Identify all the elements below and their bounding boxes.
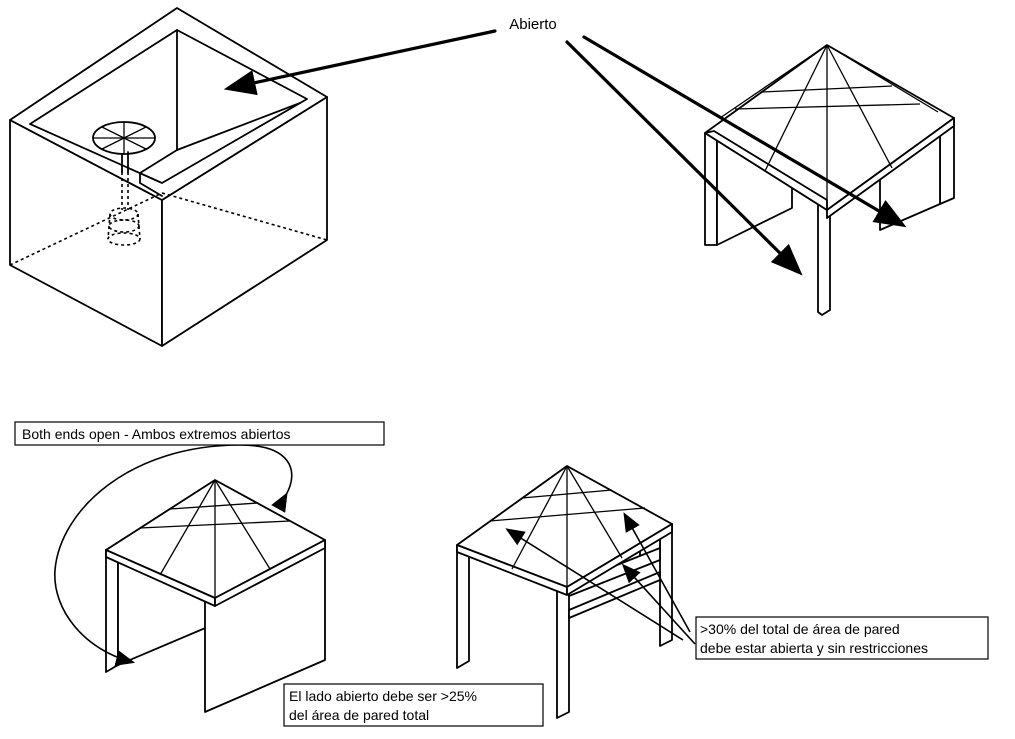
- canopy-bc-left-post: [456, 537, 470, 669]
- open-top-enclosure: [9, 7, 328, 347]
- canopy-bc-roof-edge-r: [566, 523, 673, 596]
- open-label: Abierto: [509, 16, 557, 33]
- canopy-bc-right-post: [659, 523, 673, 647]
- wall-arrow-3: [621, 563, 696, 645]
- canopy-roof-edge-right: [826, 117, 955, 219]
- wall-area-label-box: >30% del total de área de pared debe est…: [695, 616, 989, 660]
- canopy-bc-front-post-l: [556, 583, 570, 719]
- umbrella-icon: [92, 121, 156, 246]
- canopy-bc-front-rail: [568, 571, 661, 619]
- both-ends-label: Both ends open - Ambos extremos abiertos: [22, 426, 290, 442]
- open-side-line1: El lado abierto debe ser >25%: [289, 688, 477, 704]
- arrow-to-canopy-front: [565, 40, 803, 276]
- open-side-label-box: El lado abierto debe ser >25% del área d…: [283, 683, 544, 727]
- canopy-partial-walls: [456, 465, 673, 719]
- wall-arrow-1: [505, 528, 684, 641]
- open-side-line2: del área de pared total: [289, 707, 429, 723]
- both-ends-label-box: Both ends open - Ambos extremos abiertos: [14, 421, 385, 446]
- canopy-both-ends-open: [54, 444, 326, 713]
- arrow-to-canopy-side: [582, 35, 907, 228]
- wall-area-line2: debe estar abierta y sin restricciones: [700, 640, 928, 656]
- both-ends-curved-arrow: [54, 444, 293, 666]
- wall-area-line1: >30% del total de área de pared: [700, 621, 900, 637]
- canopy-top-right: [704, 44, 955, 316]
- arrow-to-enclosure: [223, 29, 497, 96]
- wall-arrow-2: [623, 512, 691, 633]
